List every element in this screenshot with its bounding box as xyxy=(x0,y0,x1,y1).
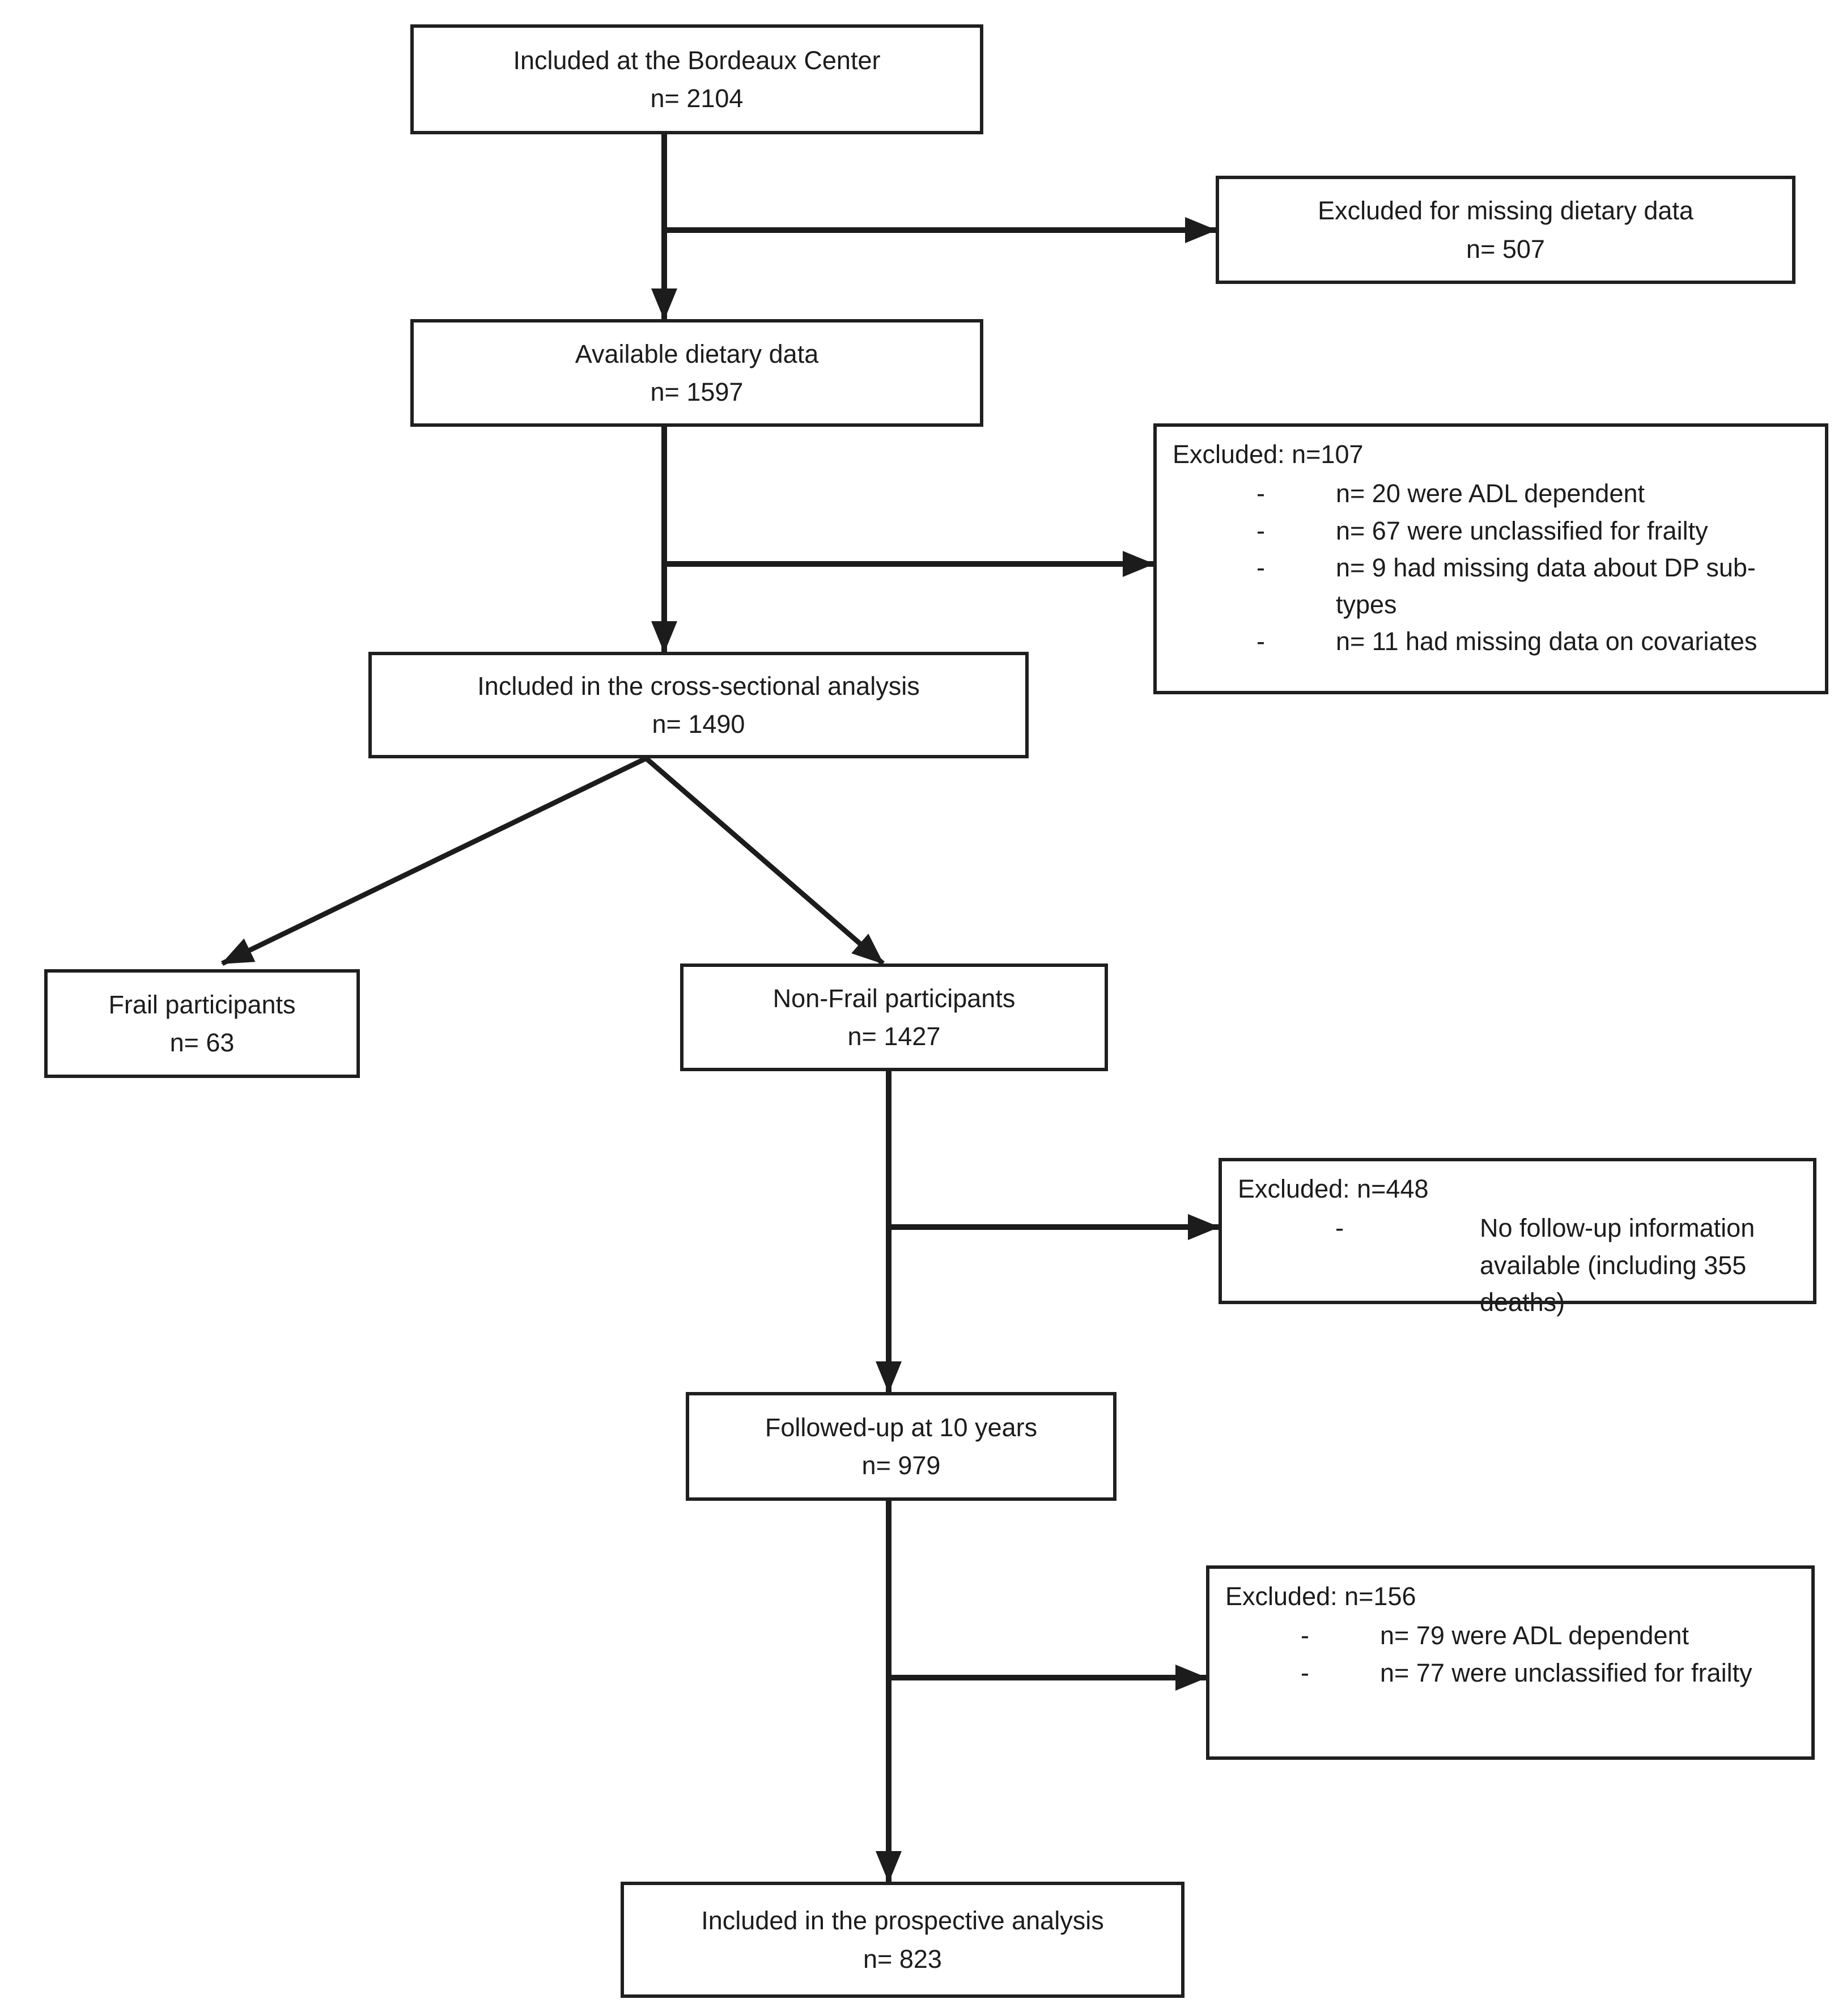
box-count: n= 979 xyxy=(861,1451,941,1480)
box-count: n= 823 xyxy=(863,1944,942,1973)
arrow-cross-to-frail xyxy=(221,756,647,966)
box-count: n= 63 xyxy=(169,1028,235,1057)
box-non-frail-participants: Non-Frail participants n= 1427 xyxy=(680,964,1108,1071)
box-label: Included in the cross-sectional analysis xyxy=(477,671,920,701)
list-item: - n= 67 were unclassified for frailty xyxy=(1173,512,1809,549)
box-excluded-cross-sectional: Excluded: n=107 - n= 20 were ADL depende… xyxy=(1153,423,1828,694)
box-followed-up: Followed-up at 10 years n= 979 xyxy=(686,1392,1116,1501)
box-label: Excluded for missing dietary data xyxy=(1318,196,1693,225)
bullet-text: n= 77 were unclassified for frailty xyxy=(1380,1658,1752,1687)
box-count: n= 1490 xyxy=(652,710,745,739)
bullet-marker: - xyxy=(1256,516,1265,545)
arrow-cross-to-non-frail xyxy=(644,756,885,966)
box-label: Followed-up at 10 years xyxy=(765,1412,1038,1442)
bullet-marker: - xyxy=(1256,553,1265,582)
bullet-marker: - xyxy=(1335,1213,1344,1243)
box-label: Included at the Bordeaux Center xyxy=(513,45,881,75)
bullet-text: n= 11 had missing data on covariates xyxy=(1336,627,1757,656)
box-label: Available dietary data xyxy=(575,339,819,368)
box-available-dietary: Available dietary data n= 1597 xyxy=(410,319,983,427)
bullet-text: No follow-up information available (incl… xyxy=(1480,1213,1755,1317)
bullet-text: n= 79 were ADL dependent xyxy=(1380,1621,1689,1650)
list-item: - n= 79 were ADL dependent xyxy=(1225,1617,1795,1654)
excluded-title: Excluded: n=107 xyxy=(1173,440,1364,469)
box-count: n= 1427 xyxy=(847,1022,941,1051)
bullet-marker: - xyxy=(1301,1621,1309,1650)
excluded-title: Excluded: n=448 xyxy=(1238,1174,1429,1203)
bullet-marker: - xyxy=(1256,479,1265,508)
box-cross-sectional: Included in the cross-sectional analysis… xyxy=(368,652,1029,758)
excluded-title: Excluded: n=156 xyxy=(1225,1582,1416,1611)
box-included-bordeaux: Included at the Bordeaux Center n= 2104 xyxy=(410,24,983,134)
box-excluded-prospective: Excluded: n=156 - n= 79 were ADL depende… xyxy=(1206,1565,1815,1760)
bullet-text: n= 67 were unclassified for frailty xyxy=(1336,516,1708,545)
box-prospective-analysis: Included in the prospective analysis n= … xyxy=(621,1882,1185,1998)
box-count: n= 507 xyxy=(1466,234,1545,264)
list-item: - n= 9 had missing data about DP sub-typ… xyxy=(1173,549,1809,623)
box-excluded-followup: Excluded: n=448 - No follow-up informati… xyxy=(1219,1158,1816,1317)
box-excluded-dietary: Excluded for missing dietary data n= 507 xyxy=(1216,176,1795,284)
box-count: n= 1597 xyxy=(650,377,744,406)
list-item: - No follow-up information available (in… xyxy=(1238,1209,1797,1321)
bullet-text: n= 9 had missing data about DP sub-types xyxy=(1336,553,1756,619)
bullet-text: n= 20 were ADL dependent xyxy=(1336,479,1645,508)
box-label: Non-Frail participants xyxy=(772,983,1016,1013)
box-count: n= 2104 xyxy=(650,84,744,113)
list-item: - n= 20 were ADL dependent xyxy=(1173,475,1809,512)
box-label: Frail participants xyxy=(108,990,296,1019)
list-item: - n= 77 were unclassified for frailty xyxy=(1225,1654,1795,1691)
list-item: - n= 11 had missing data on covariates xyxy=(1173,623,1809,660)
bullet-marker: - xyxy=(1256,627,1265,656)
bullet-marker: - xyxy=(1301,1658,1309,1687)
box-frail-participants: Frail participants n= 63 xyxy=(44,969,360,1078)
box-label: Included in the prospective analysis xyxy=(701,1906,1104,1935)
